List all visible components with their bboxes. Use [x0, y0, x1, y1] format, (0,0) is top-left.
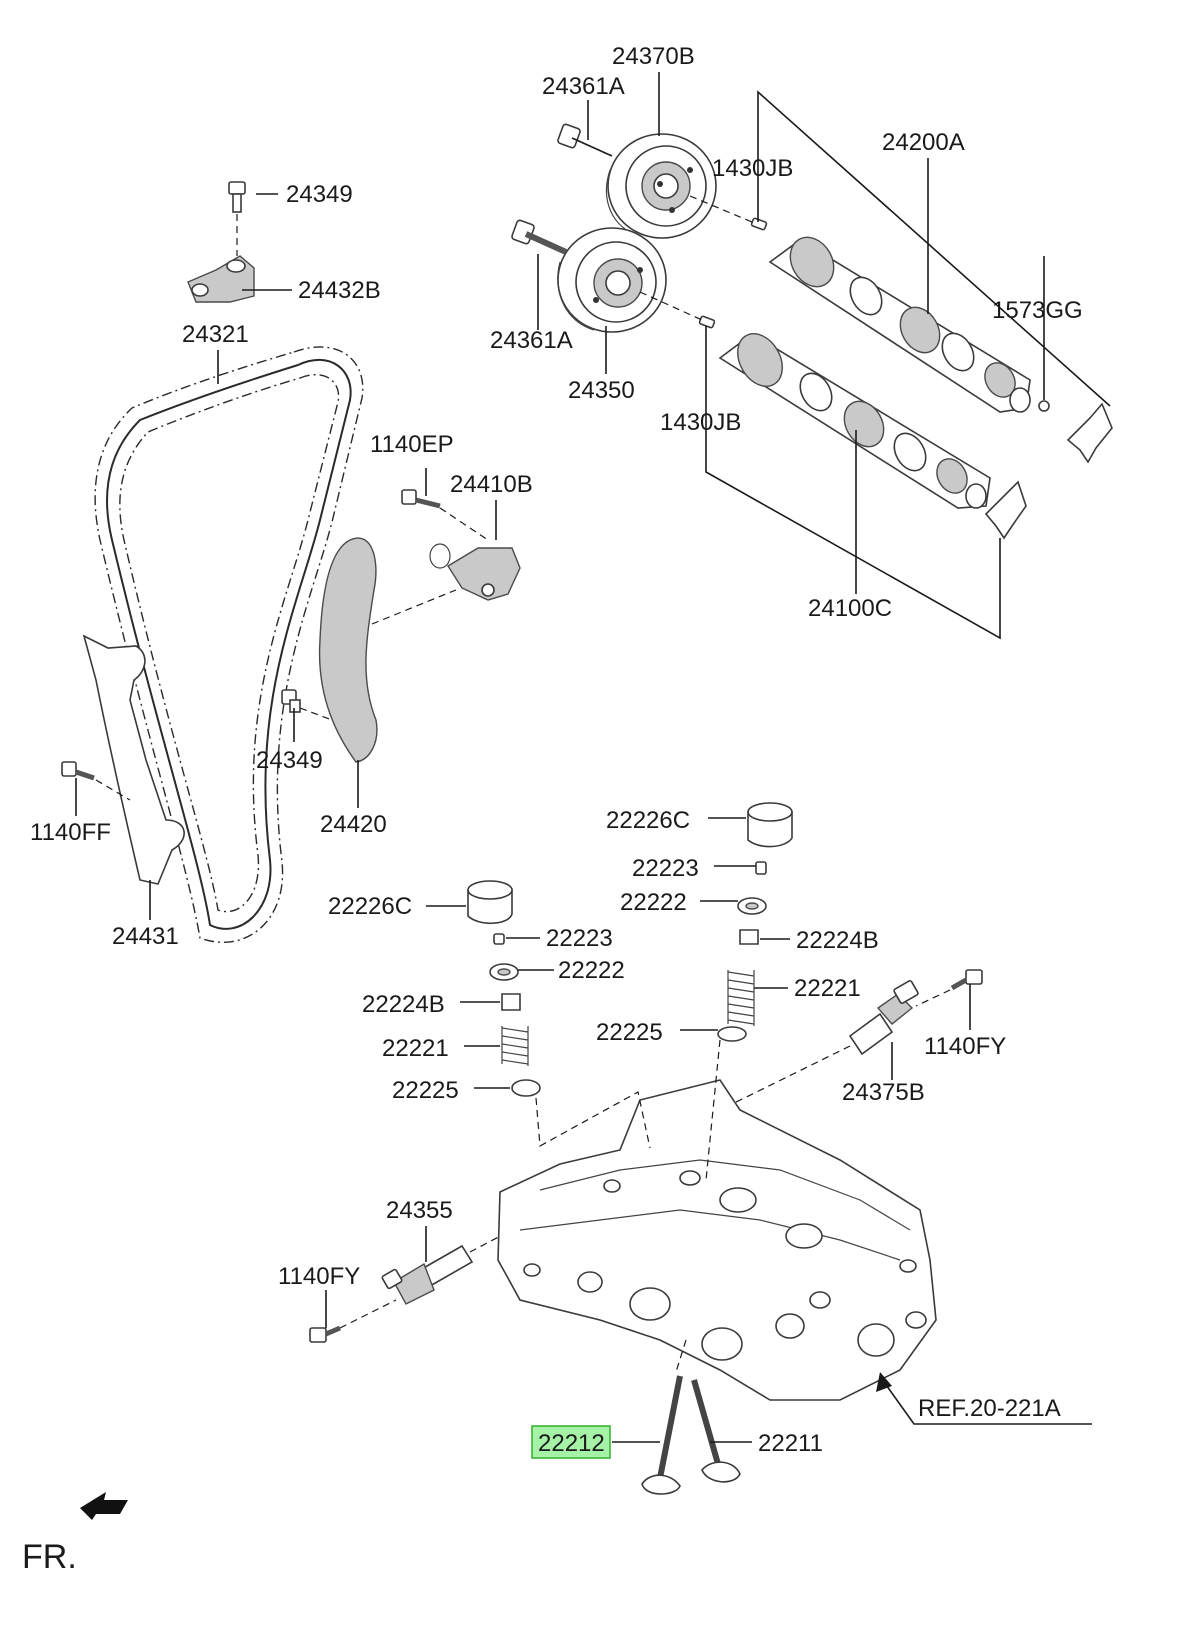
bracket-24432B[interactable]	[187, 255, 255, 303]
label-1430JB-bottom[interactable]: 1430JB	[660, 409, 741, 436]
bolt-1140FY-right[interactable]	[950, 969, 983, 991]
trigger-wheel-lower[interactable]	[984, 480, 1027, 540]
label-22223-left[interactable]: 22223	[546, 925, 613, 952]
spring-seat-22225-right[interactable]	[717, 1026, 747, 1042]
label-24100C[interactable]: 24100C	[808, 595, 892, 622]
bolt-1140FF[interactable]	[61, 761, 95, 781]
label-24431[interactable]: 24431	[112, 923, 179, 950]
label-1573GG[interactable]: 1573GG	[992, 297, 1083, 324]
tensioner-arm-24420[interactable]	[318, 537, 378, 763]
label-22212[interactable]: 22212	[538, 1430, 605, 1457]
label-22222-left[interactable]: 22222	[558, 957, 625, 984]
label-1140FY-right[interactable]: 1140FY	[924, 1033, 1006, 1060]
label-22225-right[interactable]: 22225	[596, 1019, 663, 1046]
pin-1430JB-bottom[interactable]	[698, 315, 716, 329]
bolt-24349-mid[interactable]	[281, 689, 301, 713]
label-22226C-left[interactable]: 22226C	[328, 893, 412, 920]
label-1140EP[interactable]: 1140EP	[370, 431, 454, 458]
label-front: FR.	[22, 1538, 77, 1576]
timing-chain[interactable]	[94, 346, 364, 943]
ocv-24375B[interactable]	[848, 980, 919, 1056]
label-1140FY-left[interactable]: 1140FY	[278, 1263, 360, 1290]
label-1430JB-top[interactable]: 1430JB	[712, 155, 793, 182]
camshaft-24200A[interactable]	[768, 229, 1031, 413]
spring-22221-left[interactable]	[501, 1026, 529, 1066]
label-24420[interactable]: 24420	[320, 811, 387, 838]
cam-sprocket-24350[interactable]	[557, 227, 667, 333]
valve-22211[interactable]	[691, 1379, 741, 1483]
label-22224B-right[interactable]: 22224B	[796, 927, 879, 954]
label-22221-right[interactable]: 22221	[794, 975, 861, 1002]
cam-sprocket-24370B[interactable]	[605, 133, 717, 239]
part-labels: 24370B 24361A 1430JB 24200A 24349 24432B…	[22, 43, 1083, 1576]
label-24370B[interactable]: 24370B	[612, 43, 695, 70]
label-22223-right[interactable]: 22223	[632, 855, 699, 882]
bolt-1140EP[interactable]	[401, 489, 441, 509]
tensioner-24410B[interactable]	[429, 543, 521, 601]
chain-guide-24431[interactable]	[82, 634, 185, 885]
collet-22223-right[interactable]	[755, 861, 767, 875]
label-24355[interactable]: 24355	[386, 1197, 453, 1224]
label-22221-left[interactable]: 22221	[382, 1035, 449, 1062]
spring-22221-right[interactable]	[727, 970, 755, 1026]
label-24350[interactable]: 24350	[568, 377, 635, 404]
ocv-24355[interactable]	[381, 1244, 474, 1305]
label-ref-20-221A[interactable]: REF.20-221A	[918, 1395, 1061, 1422]
tappet-22226C-right[interactable]	[747, 802, 793, 848]
camshaft-24100C[interactable]	[718, 326, 991, 509]
label-22224B-left[interactable]: 22224B	[362, 991, 445, 1018]
label-22225-left[interactable]: 22225	[392, 1077, 459, 1104]
bolt-24349-top[interactable]	[228, 181, 246, 213]
label-24375B[interactable]: 24375B	[842, 1079, 925, 1106]
label-24200A[interactable]: 24200A	[882, 129, 965, 156]
label-24361A-top[interactable]: 24361A	[542, 73, 625, 100]
label-24432B[interactable]: 24432B	[298, 277, 381, 304]
label-24349-mid[interactable]: 24349	[256, 747, 323, 774]
label-22226C-right[interactable]: 22226C	[606, 807, 690, 834]
seal-22224B-right[interactable]	[739, 929, 759, 945]
seal-22224B-left[interactable]	[501, 993, 521, 1011]
bolt-1140FY-left[interactable]	[309, 1325, 341, 1343]
tappet-22226C-left[interactable]	[467, 880, 513, 925]
bolt-24361A-top[interactable]	[557, 123, 613, 157]
valve-22212[interactable]	[641, 1375, 683, 1495]
pin-1430JB-top[interactable]	[750, 217, 768, 231]
label-24410B[interactable]: 24410B	[450, 471, 533, 498]
label-22222-right[interactable]: 22222	[620, 889, 687, 916]
trigger-wheel-upper[interactable]	[1066, 402, 1113, 464]
leader-lines	[75, 72, 1111, 1443]
bolt-24361A-bottom[interactable]	[511, 219, 568, 255]
label-22211[interactable]: 22211	[758, 1430, 823, 1457]
label-24349-top[interactable]: 24349	[286, 181, 353, 208]
collet-22223-left[interactable]	[493, 933, 505, 945]
label-24361A-bottom[interactable]: 24361A	[490, 327, 573, 354]
label-1140FF[interactable]: 1140FF	[30, 819, 111, 846]
label-24321[interactable]: 24321	[182, 321, 249, 348]
plug-1573GG[interactable]	[1038, 400, 1050, 412]
highlight-box-22212	[531, 1425, 611, 1459]
spring-seat-22225-left[interactable]	[511, 1079, 541, 1097]
cylinder-head[interactable]	[497, 1079, 937, 1401]
front-arrow-icon	[80, 1492, 128, 1520]
